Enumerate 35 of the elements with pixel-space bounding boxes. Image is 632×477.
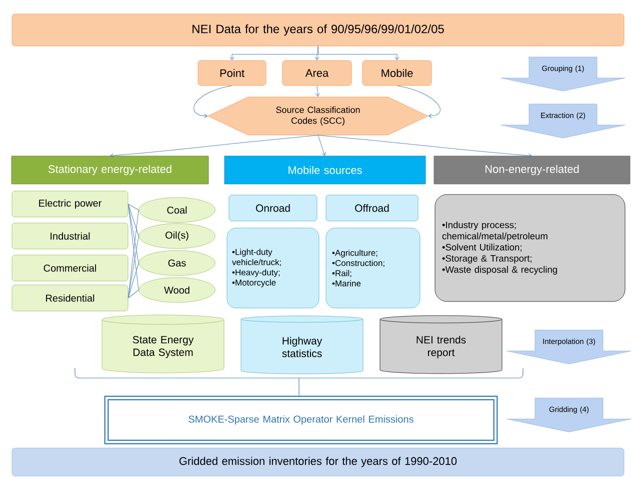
- category-box: Point: [198, 60, 266, 86]
- connector: [315, 85, 320, 97]
- connector: [396, 85, 440, 118]
- list-box: •Light-duty vehicle/truck; •Heavy-duty; •Motorcycle: [226, 228, 320, 308]
- list-box: •Agriculture; •Construction; •Rail; •Marine: [326, 228, 420, 308]
- model-box: SMOKE-Sparse Matrix Operator Kernel Emissions: [104, 396, 498, 444]
- database-cylinder: Highway statistics: [240, 316, 364, 374]
- subcategory-box: Offroad: [326, 194, 418, 222]
- category-box: Mobile: [362, 60, 432, 86]
- sector-box: Commercial: [12, 254, 128, 282]
- connector: [194, 85, 232, 118]
- connector: [318, 134, 532, 158]
- database-cylinder: NEI trends report: [380, 315, 502, 374]
- title-bar: NEI Data for the years of 90/95/96/99/01/02/05: [12, 14, 624, 46]
- connector: [128, 204, 139, 264]
- sector-box: Industrial: [12, 222, 128, 250]
- section-header: Stationary energy-related: [11, 156, 209, 184]
- sector-box: Residential: [12, 284, 128, 312]
- section-header: Mobile sources: [224, 156, 426, 184]
- connector: [128, 290, 139, 298]
- connector: [128, 236, 139, 298]
- list-box: •Industry process; chemical/metal/petroleum •Solvent Utilization; •Storage & Transport; •Waste disposal & recycling: [434, 194, 626, 302]
- hexagon: Source Classification Codes (SCC): [208, 96, 428, 136]
- connector: [110, 134, 318, 158]
- subcategory-box: Onroad: [228, 194, 318, 222]
- sector-box: Electric power: [12, 190, 128, 218]
- connector: [128, 262, 139, 298]
- database-cylinder: State Energy Data System: [102, 314, 224, 374]
- connector: [318, 134, 326, 156]
- result-bar: Gridded emission inventories for the years of 1990-2010: [12, 448, 624, 476]
- connector: [128, 204, 139, 236]
- section-header: Non-energy-related: [434, 156, 630, 184]
- connector: [128, 204, 139, 210]
- connector: [318, 46, 400, 60]
- category-box: Area: [282, 60, 352, 86]
